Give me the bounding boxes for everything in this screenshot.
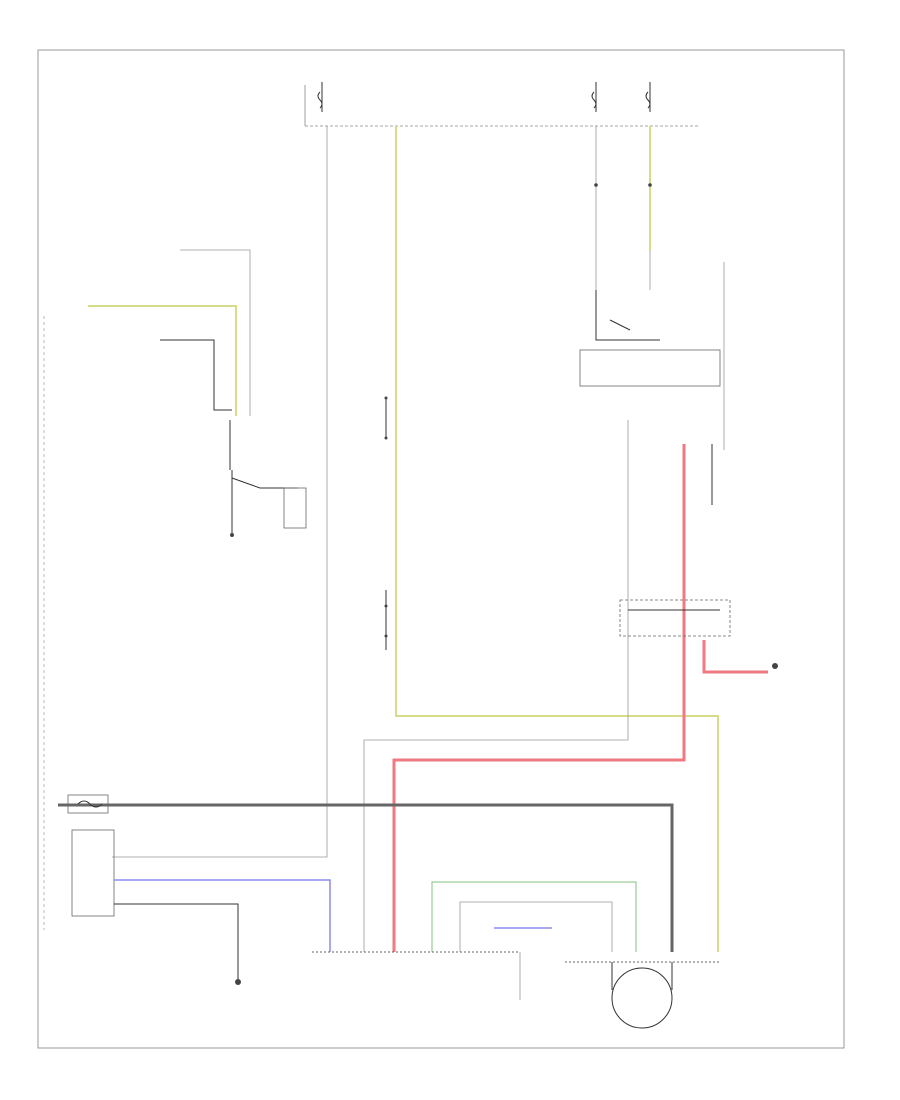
wire-gray-top-left bbox=[180, 249, 251, 416]
wire-blue bbox=[114, 879, 331, 952]
fuse-symbol-left bbox=[317, 82, 323, 112]
wire-relay-gray bbox=[363, 420, 629, 952]
transmission-box bbox=[283, 487, 307, 529]
relay-lower bbox=[619, 599, 778, 674]
wire-black-ground bbox=[114, 903, 239, 980]
left-module-box bbox=[71, 829, 115, 917]
splice-b bbox=[648, 183, 652, 187]
switch-body bbox=[229, 420, 298, 535]
connector-clutch bbox=[384, 396, 388, 440]
ground-point-left bbox=[230, 533, 234, 537]
wire-thin-b bbox=[459, 901, 613, 952]
relay-box bbox=[579, 262, 725, 450]
wire-yellow-main bbox=[395, 126, 719, 952]
wire-switch-black bbox=[160, 339, 232, 411]
fuse-symbol-right bbox=[645, 82, 651, 112]
fuse-left-bottom bbox=[67, 794, 109, 814]
connector-brake bbox=[384, 590, 388, 650]
pcm-connector-row bbox=[312, 951, 521, 1000]
wire-thin-a bbox=[431, 881, 637, 952]
wire-yellow-left bbox=[88, 305, 237, 416]
underhood-fuse-box bbox=[304, 85, 700, 127]
alternator bbox=[611, 962, 673, 1029]
splice-a bbox=[594, 183, 598, 187]
wire-red-to-pgm bbox=[702, 640, 768, 674]
wire-battery-bus bbox=[58, 803, 674, 952]
wire-left-fuse bbox=[112, 126, 328, 858]
diagram-frame bbox=[37, 49, 845, 1049]
wire-relay-red bbox=[392, 444, 686, 952]
ground-point-bottom bbox=[235, 979, 241, 985]
fuse-symbol-mid bbox=[591, 82, 597, 112]
